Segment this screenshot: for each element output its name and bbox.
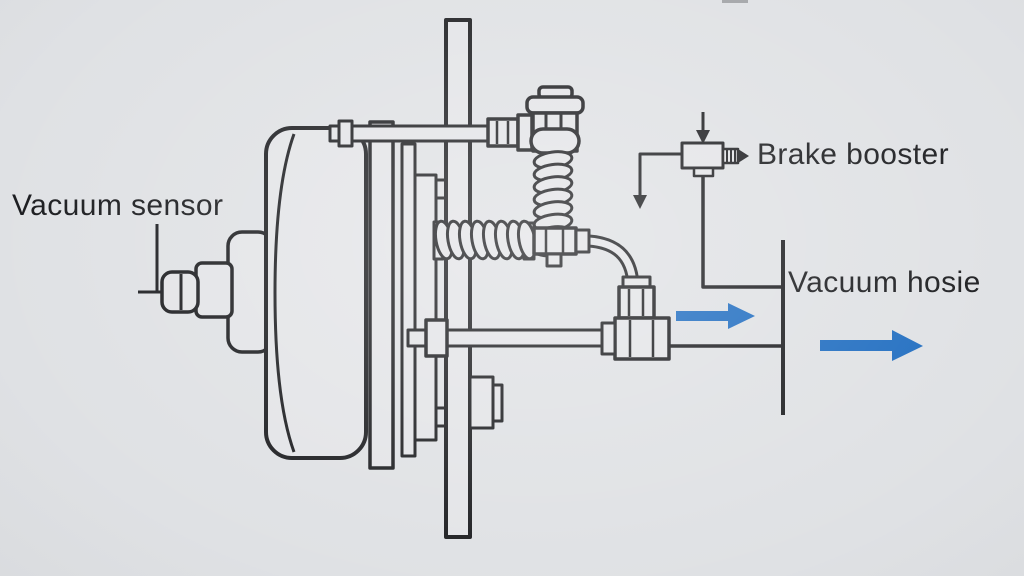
top-rod [328, 124, 492, 143]
hose-collar [574, 228, 591, 254]
brake-booster-box-nub [692, 166, 715, 178]
bracket-connector-lines [436, 178, 446, 428]
photo-artifact [722, 0, 748, 3]
vacuum-hose-label: Vacuum hosie [788, 266, 981, 299]
flow-arrows [676, 303, 923, 361]
valve-cap [525, 95, 585, 115]
t-fitting-facets [544, 228, 565, 254]
mounting-panel [444, 18, 472, 539]
flow-arrow-icon [676, 303, 755, 329]
panel-bolt-cap [491, 383, 504, 423]
horizontal-spring [433, 219, 538, 261]
valve-clamp [529, 127, 581, 155]
booster-drop-line [701, 176, 783, 289]
down-arrow-icon [633, 195, 647, 209]
booster-drum [264, 126, 368, 460]
down-arrow-icon [696, 130, 710, 144]
black-arrowheads [633, 130, 749, 209]
booster-flange-outer [368, 120, 395, 470]
vacuum-sensor-label: Vacuum sensor [12, 189, 224, 222]
booster-bracket [413, 173, 438, 442]
brake-booster-box [680, 141, 725, 170]
booster-flange-inner [400, 142, 417, 458]
right-arrow-icon [738, 149, 749, 163]
top-rod-nut-facets [495, 121, 510, 144]
vacuum-sensor-cylinder [194, 261, 234, 319]
drum-dome-contour [273, 133, 296, 453]
brake-booster-label: Brake booster [757, 138, 949, 171]
panel-bolt-body [468, 375, 495, 430]
t-fitting-stem [545, 252, 563, 268]
elbow-body-facets [628, 320, 655, 357]
top-rod-nut [486, 117, 520, 148]
box-left-drop-line [638, 152, 682, 196]
elbow-body [613, 316, 671, 361]
ink-linework [138, 18, 785, 539]
flow-arrow-icon [820, 330, 923, 361]
elbow-nut [617, 285, 656, 320]
top-rod-washer [337, 119, 354, 148]
elbow-nut-facets [627, 289, 645, 316]
threaded-nipple-stripes [726, 149, 736, 163]
t-fitting-body [532, 226, 578, 256]
lower-rod-collar [424, 318, 449, 358]
elbow-left-collar [600, 321, 617, 356]
